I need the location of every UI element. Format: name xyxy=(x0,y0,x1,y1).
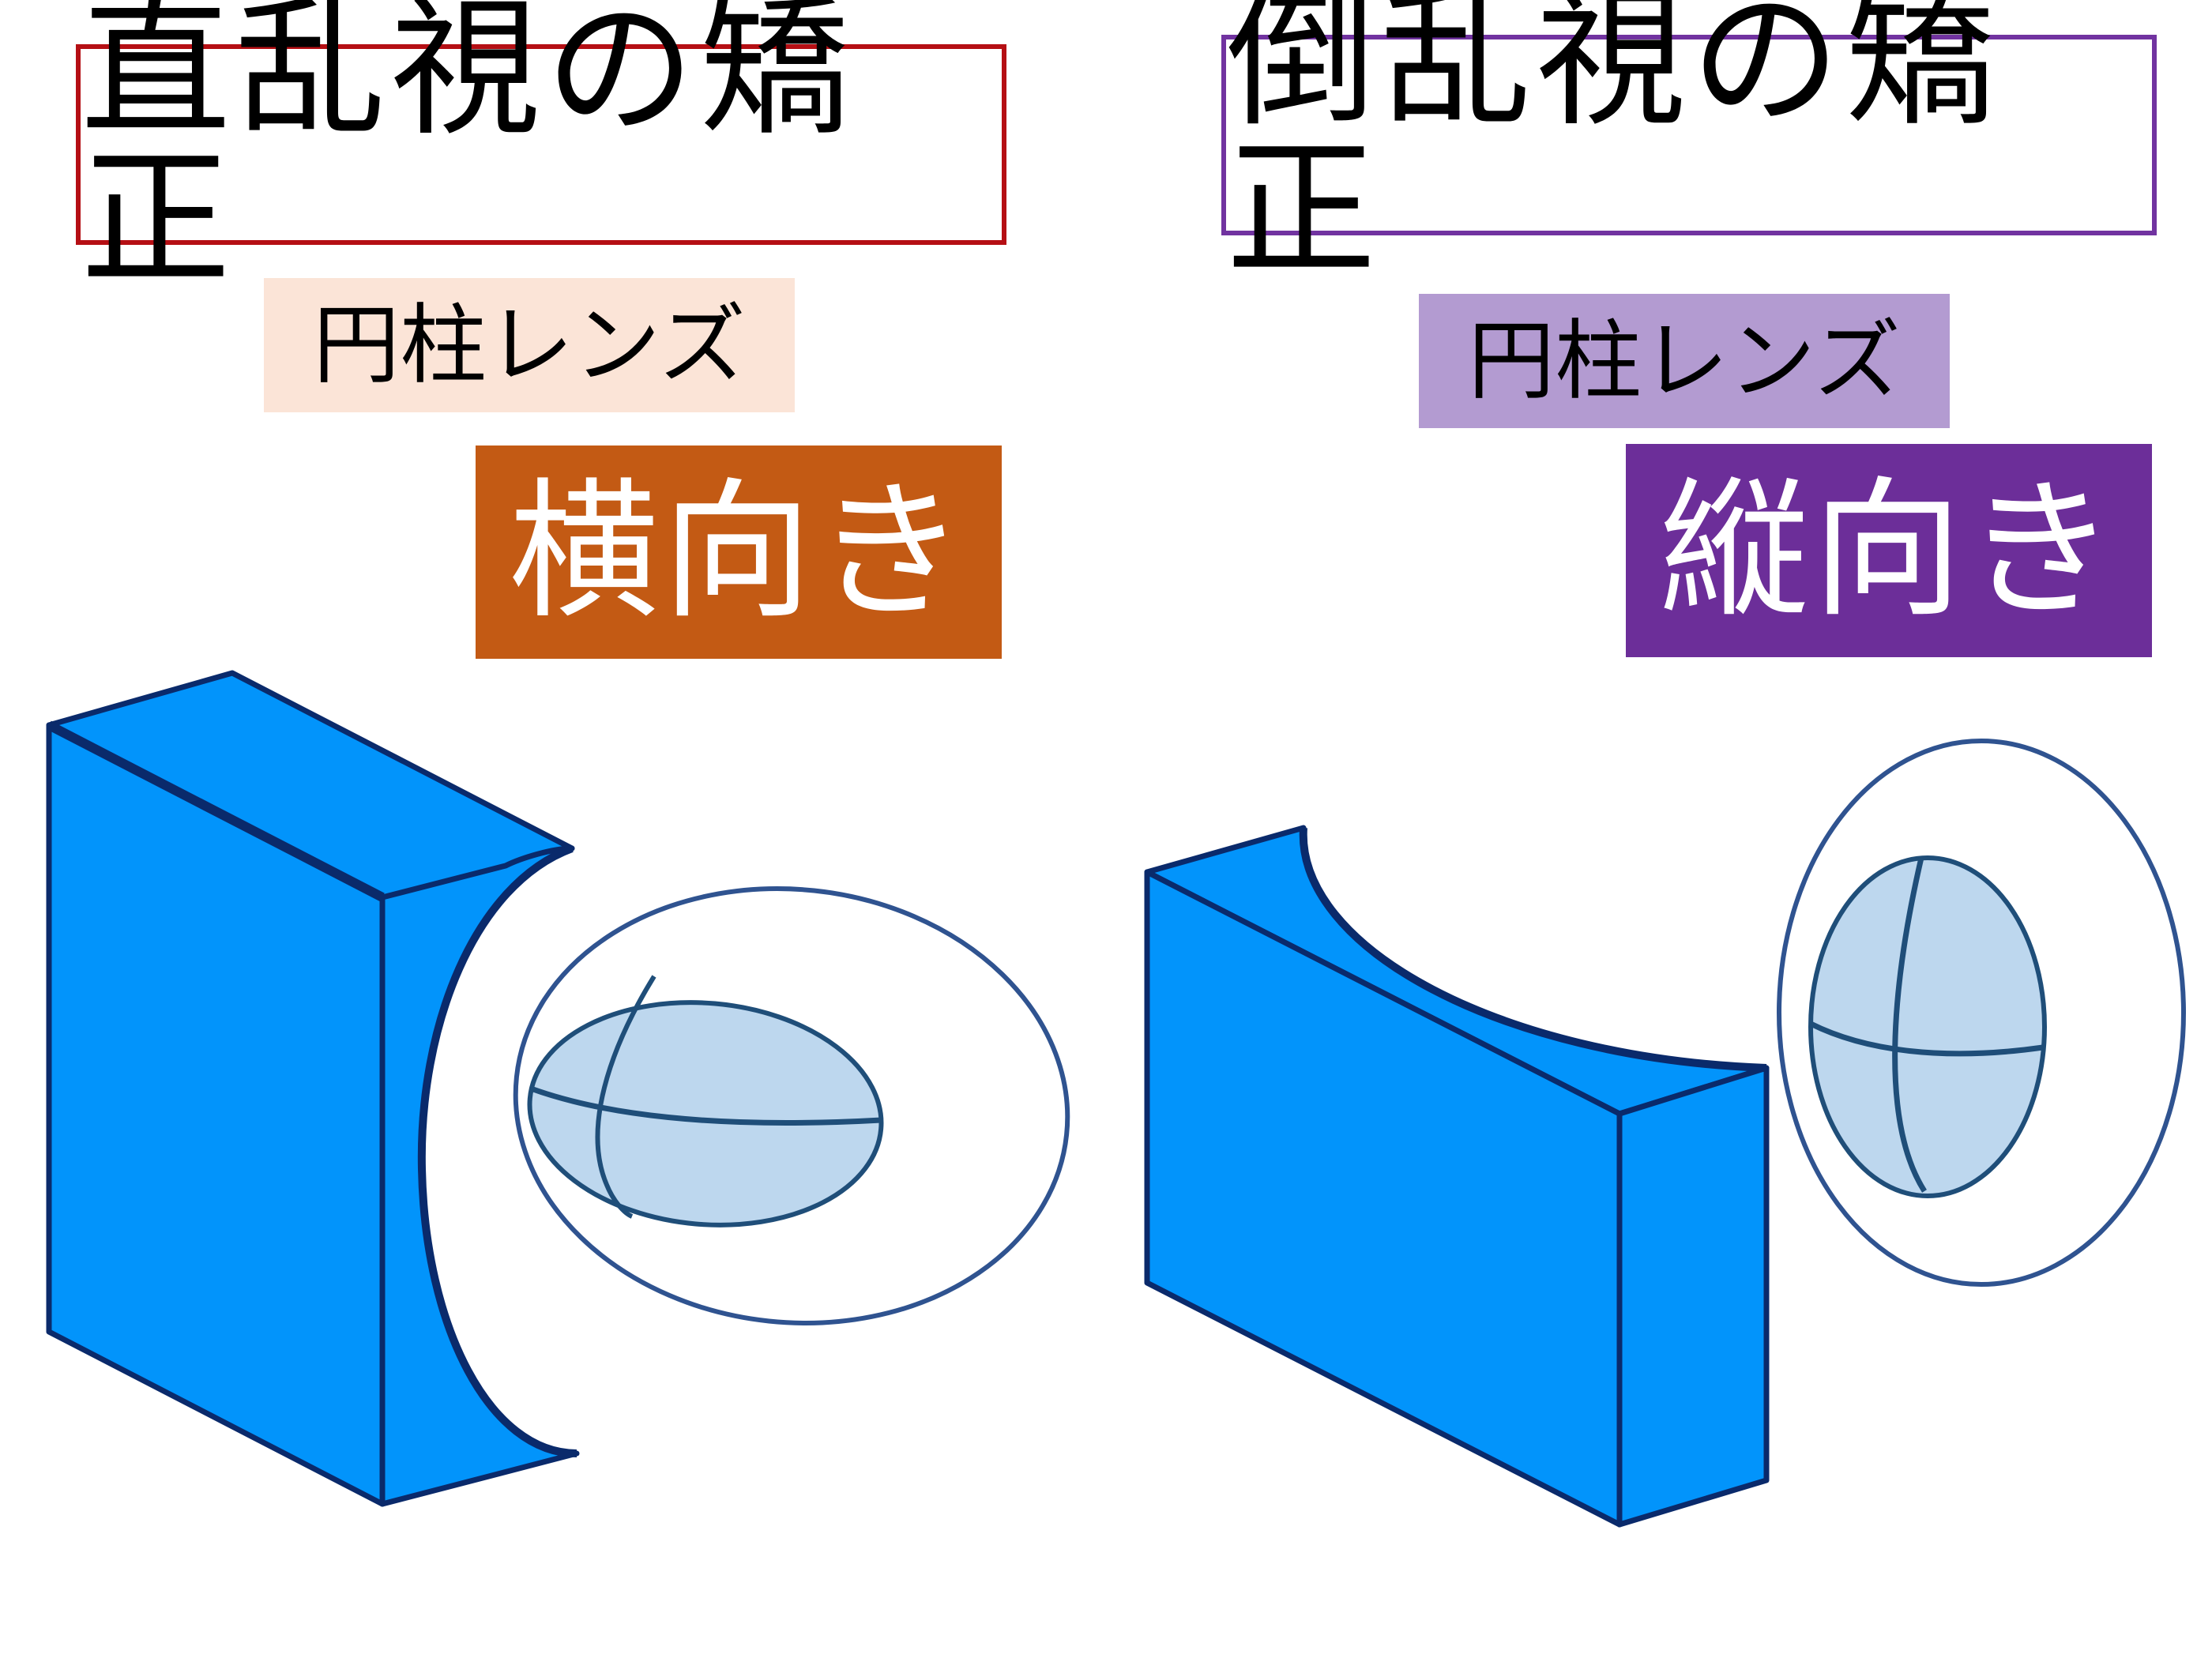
lens-right-front-face xyxy=(1616,1065,1770,1528)
orientation-right-text: 縦向き xyxy=(1658,463,2119,637)
title-right-text: 倒乱視の矯正 xyxy=(1226,0,2001,297)
subtitle-right-text: 円柱レンズ xyxy=(1468,310,1901,412)
lens-left-front-face xyxy=(379,845,580,1507)
lens-left-concave-edge xyxy=(417,844,577,1457)
title-left-text: 直乱視の矯正 xyxy=(81,0,856,306)
lens-left-side-face xyxy=(46,722,386,1507)
lens-left-edge xyxy=(47,720,385,902)
eye-outline-left xyxy=(513,886,1070,1325)
orientation-left-text: 横向き xyxy=(508,464,969,639)
lens-right-concave-edge xyxy=(1299,827,1767,1072)
meridian-left-horizontal xyxy=(529,1085,882,1126)
title-with-the-rule-astigmatism-correction: 直乱視の矯正 xyxy=(76,0,1006,295)
subtitle-left-cylindrical-lens: 円柱レンズ xyxy=(264,278,795,412)
orientation-left-horizontal: 横向き xyxy=(476,446,1002,659)
meridian-left-vertical xyxy=(595,975,656,1219)
lens-right-side-face xyxy=(1144,869,1623,1528)
subtitle-left-text: 円柱レンズ xyxy=(313,295,746,396)
meridian-right-horizontal xyxy=(1809,1021,2044,1057)
subtitle-right-cylindrical-lens: 円柱レンズ xyxy=(1419,294,1950,428)
cylinder-lens-right xyxy=(1144,825,1770,1528)
cylinder-lens-left xyxy=(46,670,580,1507)
meridian-right-vertical xyxy=(1892,857,1927,1193)
eye-outline-right xyxy=(1777,739,2186,1287)
lens-left-top-face xyxy=(46,670,575,904)
title-against-the-rule-astigmatism-correction: 倒乱視の矯正 xyxy=(1221,0,2157,285)
lens-right-top-face xyxy=(1144,825,1770,1117)
cornea-left xyxy=(527,1000,884,1228)
orientation-right-vertical: 縦向き xyxy=(1626,444,2152,657)
cornea-right xyxy=(1808,855,2047,1198)
